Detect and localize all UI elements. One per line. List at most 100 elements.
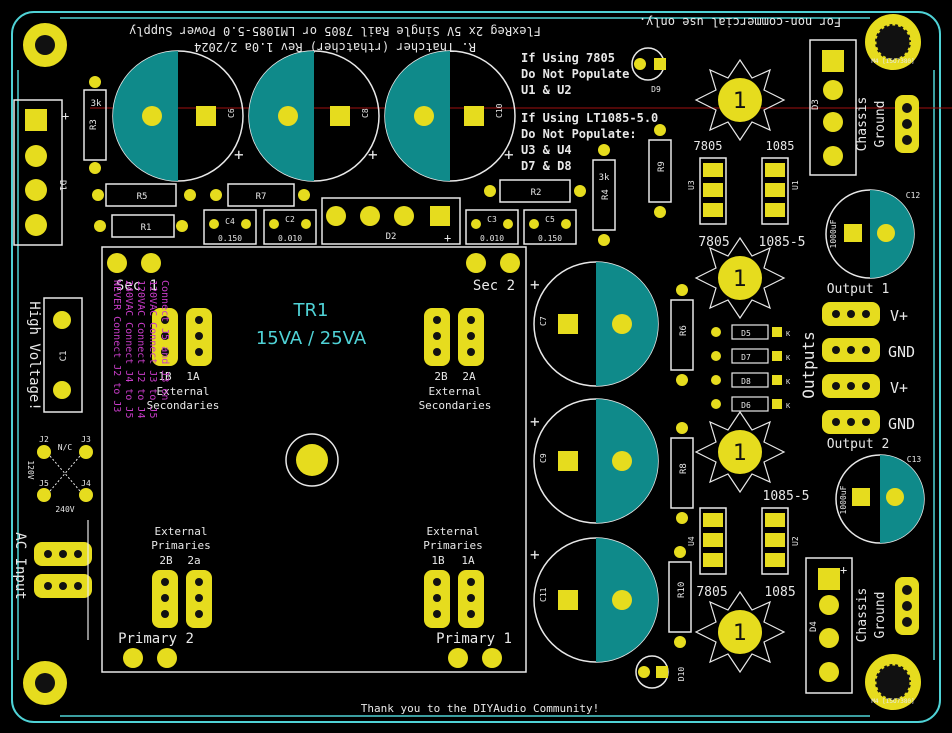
- svg-text:R3: R3: [89, 119, 99, 130]
- svg-text:U3 & U4: U3 & U4: [521, 143, 572, 157]
- svg-text:R8: R8: [679, 463, 689, 474]
- svg-text:R7: R7: [256, 192, 267, 202]
- svg-text:J2: J2: [39, 435, 49, 444]
- svg-text:+: +: [530, 275, 540, 294]
- capacitor-c9: C9 +: [530, 398, 659, 524]
- svg-text:0.010: 0.010: [278, 234, 302, 243]
- svg-text:1000uF: 1000uF: [839, 485, 848, 514]
- svg-text:External: External: [155, 525, 208, 538]
- svg-text:U4: U4: [687, 536, 696, 546]
- note-7805: If Using 7805 Do Not Populate U1 & U2: [521, 51, 629, 97]
- svg-text:C6: C6: [227, 108, 236, 118]
- output-section: Output 1 Output 2 Outputs V+ GND V+ GND: [799, 282, 915, 452]
- svg-text:M4 [ISO7380]: M4 [ISO7380]: [871, 58, 914, 65]
- svg-text:R9: R9: [657, 161, 667, 172]
- svg-text:C7: C7: [539, 316, 548, 326]
- svg-text:M4 [ISO7380]: M4 [ISO7380]: [871, 698, 914, 705]
- resistor-r2: R2: [484, 179, 586, 203]
- svg-text:C1: C1: [59, 351, 69, 362]
- svg-text:N/C: N/C: [58, 443, 73, 452]
- capacitor-c3: C3 0.010: [465, 209, 519, 245]
- ac-input-header: [34, 520, 92, 640]
- resistor-r5: R5: [92, 183, 196, 207]
- high-voltage-label: High Voltage!: [26, 301, 42, 411]
- svg-text:+: +: [530, 545, 540, 564]
- svg-text:If Using LT1085-5.0: If Using LT1085-5.0: [521, 111, 658, 125]
- svg-text:Ground: Ground: [873, 592, 888, 639]
- svg-text:1: 1: [733, 267, 747, 292]
- svg-text:Secondaries: Secondaries: [147, 399, 220, 412]
- svg-text:R2: R2: [531, 188, 542, 198]
- svg-text:7805: 7805: [698, 235, 729, 250]
- svg-text:D1: D1: [57, 180, 67, 191]
- capacitor-c1: C1: [43, 297, 83, 413]
- svg-text:K: K: [786, 378, 791, 386]
- svg-text:2A: 2A: [462, 370, 476, 383]
- mounting-hole-tl: [23, 23, 67, 67]
- svg-text:120V: 120V: [26, 460, 35, 479]
- heatsink-mid2: 1: [694, 410, 786, 494]
- heatsink-bottom: 1: [694, 590, 786, 674]
- regulator-u1: 1085 U1 1085-5: [759, 139, 806, 250]
- resistor-r3: 3k R3: [83, 76, 107, 174]
- svg-text:R5: R5: [137, 192, 148, 202]
- svg-text:D9: D9: [651, 85, 661, 94]
- capacitor-c11: C11 +: [530, 537, 659, 663]
- capacitor-c2: C2 0.010: [263, 209, 317, 245]
- ac-input-label: AC Input: [12, 532, 28, 599]
- regulator-u4: U4 7805: [687, 507, 728, 600]
- svg-text:1000uF: 1000uF: [829, 219, 838, 248]
- mounting-hole-br: M4 [ISO7380]: [865, 654, 921, 710]
- svg-text:V+: V+: [890, 307, 908, 325]
- led-d10: D10: [635, 655, 686, 689]
- svg-text:GND: GND: [888, 343, 915, 361]
- svg-text:+: +: [840, 563, 847, 577]
- svg-text:R6: R6: [679, 325, 689, 336]
- svg-text:Chassis: Chassis: [855, 97, 870, 152]
- diode-d6: D6 K: [711, 396, 791, 412]
- svg-text:0.150: 0.150: [218, 234, 242, 243]
- svg-text:NEVER Connect J2 to J3: NEVER Connect J2 to J3: [111, 280, 122, 412]
- resistor-r6: R6: [670, 284, 694, 386]
- svg-text:1B: 1B: [431, 554, 445, 567]
- svg-text:TR1: TR1: [293, 300, 329, 321]
- svg-text:D3: D3: [811, 99, 821, 110]
- svg-text:1A: 1A: [461, 554, 475, 567]
- svg-text:+: +: [368, 145, 378, 164]
- svg-text:1: 1: [733, 441, 747, 466]
- svg-text:240VAC Connect J4 to J5: 240VAC Connect J4 to J5: [123, 280, 134, 418]
- svg-text:2B: 2B: [434, 370, 448, 383]
- svg-text:J3: J3: [81, 435, 91, 444]
- svg-text:1085: 1085: [764, 585, 795, 600]
- regulator-u2: 1085-5 U2 1085: [761, 489, 809, 600]
- capacitor-c4: C4 0.150: [203, 209, 257, 245]
- svg-text:C11: C11: [539, 587, 548, 602]
- svg-text:+: +: [62, 109, 69, 123]
- svg-text:Sec 2: Sec 2: [473, 278, 515, 294]
- diode-d1: + D1: [13, 99, 69, 246]
- diode-d2: D2 +: [321, 197, 461, 245]
- svg-text:1085: 1085: [766, 139, 795, 153]
- outputs-label: Outputs: [799, 331, 818, 398]
- board-author: R. Thatcher (rthatcher) Rev 1.0a 2/2024: [194, 40, 476, 54]
- svg-text:D5: D5: [741, 329, 751, 338]
- capacitor-c12: C12 1000uF: [825, 189, 920, 279]
- svg-text:GND: GND: [888, 415, 915, 433]
- capacitor-c6: C6 +: [112, 50, 244, 182]
- svg-text:C2: C2: [285, 215, 295, 224]
- svg-text:C13: C13: [907, 455, 922, 464]
- svg-text:Connect J5 and J3 on: Connect J5 and J3 on: [159, 280, 170, 400]
- svg-text:+: +: [234, 145, 244, 164]
- svg-text:External: External: [157, 385, 210, 398]
- diode-d5: D5 K: [711, 324, 791, 340]
- resistor-r8: R8: [670, 422, 694, 524]
- svg-text:0.150: 0.150: [538, 234, 562, 243]
- svg-text:Primaries: Primaries: [151, 539, 211, 552]
- svg-text:7805: 7805: [696, 585, 727, 600]
- svg-text:240V: 240V: [55, 505, 74, 514]
- board-outline: [11, 11, 941, 723]
- svg-text:K: K: [786, 402, 791, 410]
- mounting-hole-tr: M4 [ISO7380]: [865, 14, 921, 70]
- output-2-label: Output 2: [827, 437, 890, 452]
- diode-d8: D8 K: [711, 372, 791, 388]
